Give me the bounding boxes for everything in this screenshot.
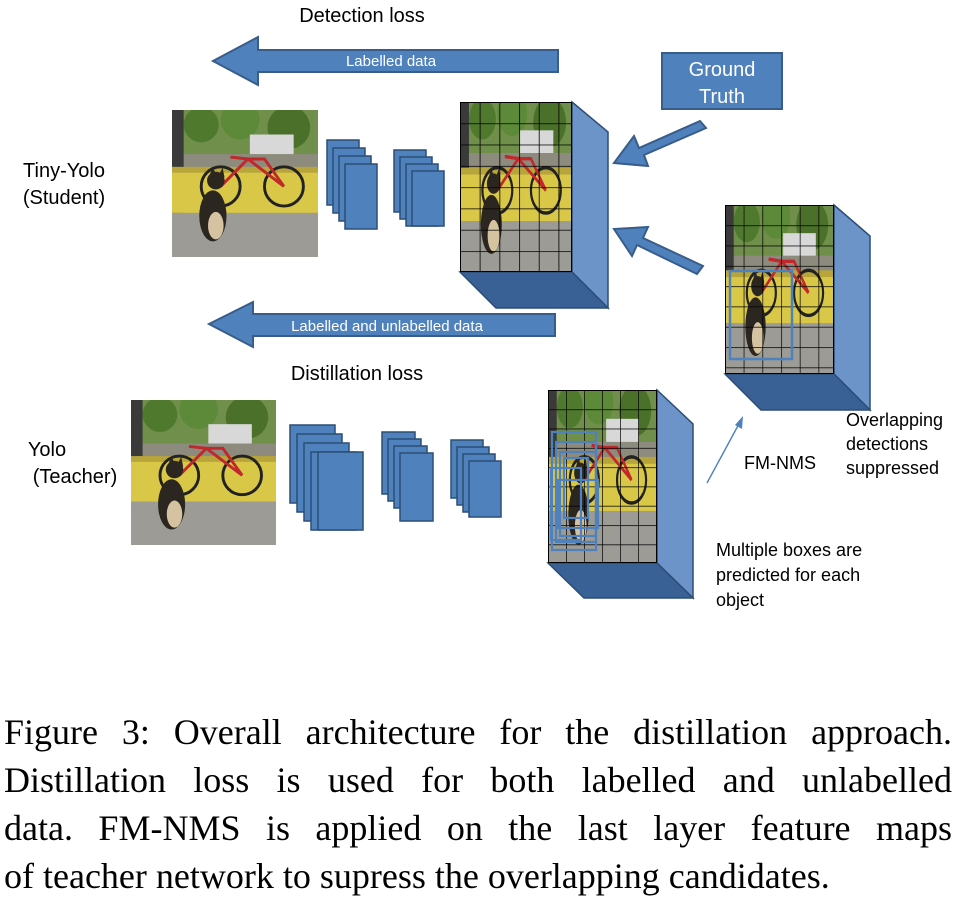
multi-boxes-label-line3: object bbox=[716, 590, 764, 610]
student-input-image bbox=[172, 110, 318, 257]
fm-nms-output-arrow bbox=[612, 225, 705, 276]
overlap-label-line3: suppressed bbox=[846, 458, 939, 478]
teacher-layer-stack-3 bbox=[450, 439, 502, 518]
ground-truth-label-line1: Ground bbox=[689, 59, 756, 81]
multi-boxes-label-line1: Multiple boxes are bbox=[716, 540, 862, 560]
labelled-unlabelled-label: Labelled and unlabelled data bbox=[291, 318, 483, 335]
teacher-label-line1: Yolo bbox=[28, 439, 66, 461]
student-label-line1: Tiny-Yolo bbox=[23, 160, 105, 182]
fm-nms-arrow bbox=[706, 416, 743, 484]
fm-nms-label: FM-NMS bbox=[744, 453, 816, 473]
teacher-output-cube bbox=[546, 388, 695, 600]
teacher-input-image bbox=[131, 400, 276, 545]
caption-line-4: of teacher network to supress the overla… bbox=[4, 856, 830, 896]
detection-loss-label: Detection loss bbox=[299, 5, 425, 27]
caption-line-2: Distillation loss is used for both label… bbox=[4, 760, 952, 800]
ground-truth-box: Ground Truth bbox=[661, 52, 783, 110]
labelled-data-label: Labelled data bbox=[346, 53, 437, 70]
labelled-unlabelled-arrow: Labelled and unlabelled data bbox=[206, 300, 556, 349]
caption-line-1: Figure 3: Overall architecture for the d… bbox=[4, 712, 952, 752]
architecture-diagram: Detection loss Labelled data Ground Trut… bbox=[23, 5, 943, 610]
teacher-layer-stack-2 bbox=[381, 431, 434, 522]
fm-nms-output-cube bbox=[723, 203, 872, 412]
figure-caption: Figure 3: Overall architecture for the d… bbox=[4, 708, 952, 900]
distillation-loss-label: Distillation loss bbox=[291, 363, 423, 385]
teacher-layer-stack-1 bbox=[289, 424, 364, 531]
multi-boxes-label-line2: predicted for each bbox=[716, 565, 860, 585]
ground-truth-arrow bbox=[612, 119, 708, 168]
teacher-label-line2: (Teacher) bbox=[33, 466, 117, 488]
labelled-data-arrow: Labelled data bbox=[210, 35, 559, 87]
caption-line-3: data. FM-NMS is applied on the last laye… bbox=[4, 808, 952, 848]
student-layer-stack-1 bbox=[326, 139, 378, 230]
student-layer-stack-2 bbox=[393, 149, 445, 227]
overlap-label-line2: detections bbox=[846, 434, 928, 454]
student-label-line2: (Student) bbox=[23, 187, 105, 209]
overlap-label-line1: Overlapping bbox=[846, 410, 943, 430]
ground-truth-label-line2: Truth bbox=[699, 86, 745, 108]
student-output-cube bbox=[458, 100, 610, 310]
